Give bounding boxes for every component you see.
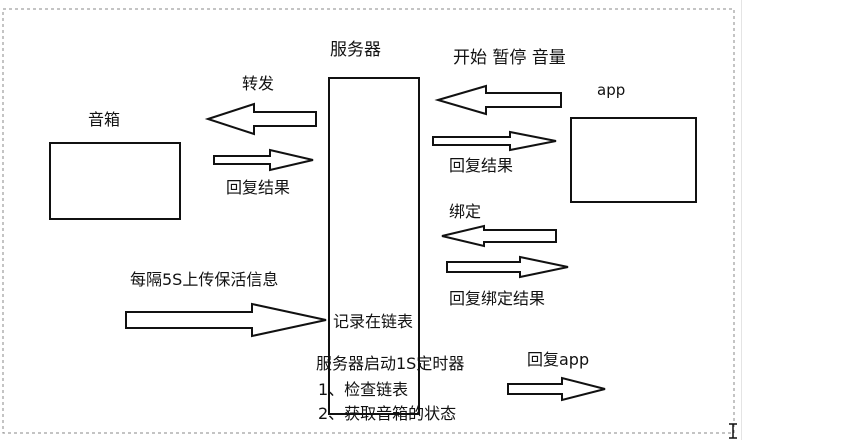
speaker-reply-label: 回复结果: [226, 178, 291, 197]
bind-label: 绑定: [449, 202, 482, 221]
forward-arrow: [204, 102, 317, 136]
dashed-frame: [2, 8, 735, 434]
speaker-box: [49, 142, 181, 220]
right-gutter: [737, 0, 865, 444]
speaker-label: 音箱: [88, 110, 121, 129]
app-reply-arrow: [432, 130, 557, 152]
heartbeat-label: 每隔5S上传保活信息: [130, 270, 279, 289]
heartbeat-arrow: [125, 302, 327, 338]
app-reply-label: 回复结果: [449, 156, 514, 175]
reply-app-arrow: [507, 376, 606, 402]
record-label: 记录在链表: [333, 312, 414, 331]
server-label: 服务器: [330, 40, 381, 60]
server-box: [328, 77, 420, 415]
timer-step-2: 2、获取音箱的状态: [318, 404, 457, 423]
app-label: app: [597, 81, 626, 99]
app-commands-label: 开始 暂停 音量: [453, 48, 566, 68]
timer-step-1: 1、检查链表: [318, 380, 409, 399]
bind-reply-arrow: [446, 255, 569, 279]
gutter-divider: [741, 0, 742, 440]
app-box: [570, 117, 697, 203]
timer-title: 服务器启动1S定时器: [316, 354, 465, 373]
bind-arrow: [441, 224, 557, 248]
reply-app-label: 回复app: [527, 350, 590, 369]
bind-reply-label: 回复绑定结果: [449, 289, 546, 308]
forward-label: 转发: [242, 74, 275, 93]
speaker-reply-arrow: [213, 148, 314, 172]
app-command-arrow: [434, 84, 562, 116]
